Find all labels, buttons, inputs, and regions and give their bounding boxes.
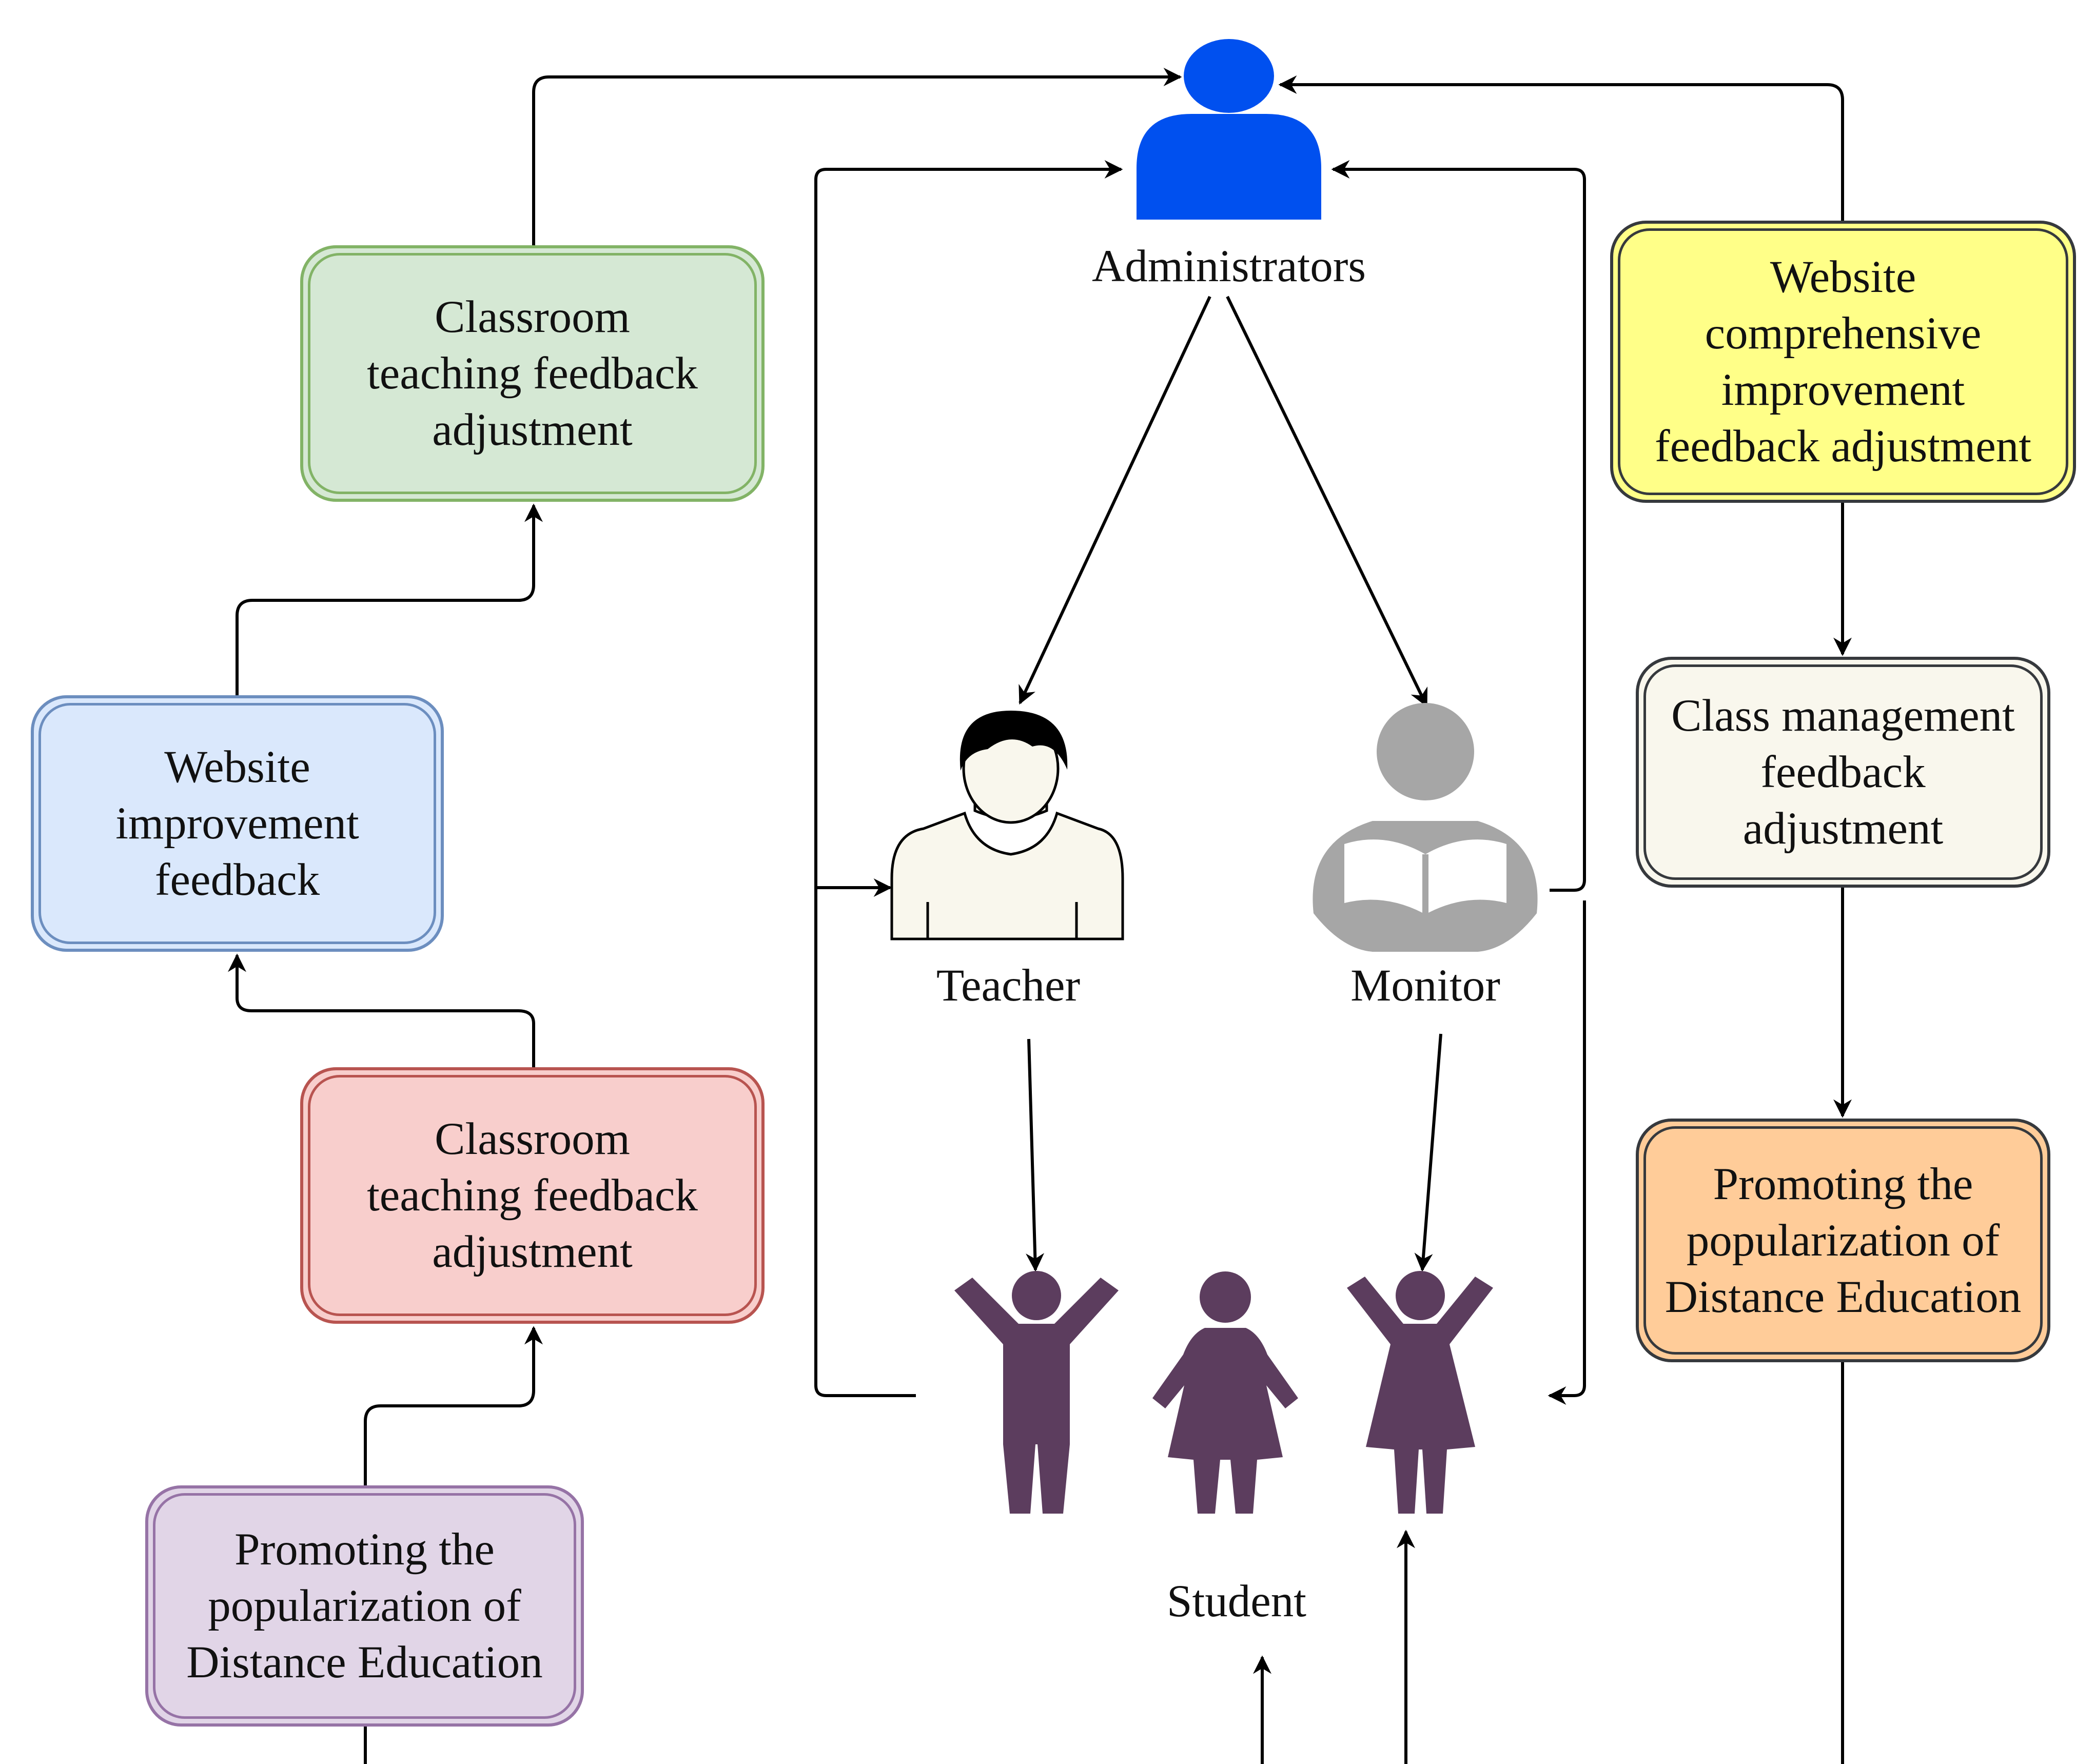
edge-admin-right-loop (1331, 160, 1586, 892)
edge-teacher-to-student (1026, 1038, 1045, 1272)
edge-admin-to-teacher (1019, 296, 1211, 705)
administrators-icon (1137, 39, 1321, 220)
website-comprehensive-improvement-text: Website comprehensive improvement feedba… (1655, 252, 2031, 472)
classroom-teaching-feedback-adjustment-box: Classroom teaching feedback adjustment (300, 1067, 765, 1324)
edge-red-to-website-feedback (228, 953, 535, 1067)
edge-website-comprehensive-to-admin (1278, 75, 1844, 221)
student-left-icon (954, 1271, 1119, 1514)
administrators-label: Administrators (1092, 241, 1366, 291)
edge-admin-to-monitor (1226, 296, 1428, 708)
student-middle-icon (1152, 1271, 1298, 1514)
promoting-distance-education-right-text: Promoting the popularization of Distance… (1665, 1159, 2022, 1322)
monitor-label: Monitor (1350, 961, 1500, 1011)
promoting-distance-education-left-text: Promoting the popularization of Distance… (186, 1524, 543, 1688)
teacher-label: Teacher (936, 961, 1081, 1011)
classroom-teaching-feedback-adjustment-text: Classroom teaching feedback adjustment (367, 1114, 698, 1277)
student-right-icon (1347, 1271, 1493, 1514)
teacher-icon (890, 711, 1124, 940)
edge-right-loop-to-student (1548, 900, 1586, 1405)
class-management-feedback-text: Class management feedback adjustment (1671, 691, 2015, 854)
promoting-distance-education-right-box: Promoting the popularization of Distance… (1636, 1119, 2050, 1362)
classroom-teaching-feedback-text: Classroom teaching feedback adjustment (367, 292, 698, 455)
promoting-distance-education-left-box: Promoting the popularization of Distance… (145, 1485, 584, 1727)
classroom-teaching-feedback-box: Classroom teaching feedback adjustment (300, 245, 765, 502)
website-improvement-feedback-text: Website improvement feedback (115, 742, 359, 905)
edge-admin-left-loop (814, 160, 1123, 1397)
monitor-icon (1313, 703, 1538, 952)
website-improvement-feedback-box: Website improvement feedback (31, 695, 444, 952)
website-comprehensive-improvement-box: Website comprehensive improvement feedba… (1610, 221, 2076, 503)
edge-website-feedback-to-classroom (236, 503, 543, 695)
edge-classroom-to-admin (532, 68, 1182, 245)
student-icons (954, 1271, 1493, 1514)
edge-monitor-to-student (1414, 1033, 1442, 1272)
edge-promoting-to-red (364, 1326, 543, 1485)
student-label: Student (1167, 1576, 1306, 1626)
class-management-feedback-box: Class management feedback adjustment (1636, 657, 2050, 888)
